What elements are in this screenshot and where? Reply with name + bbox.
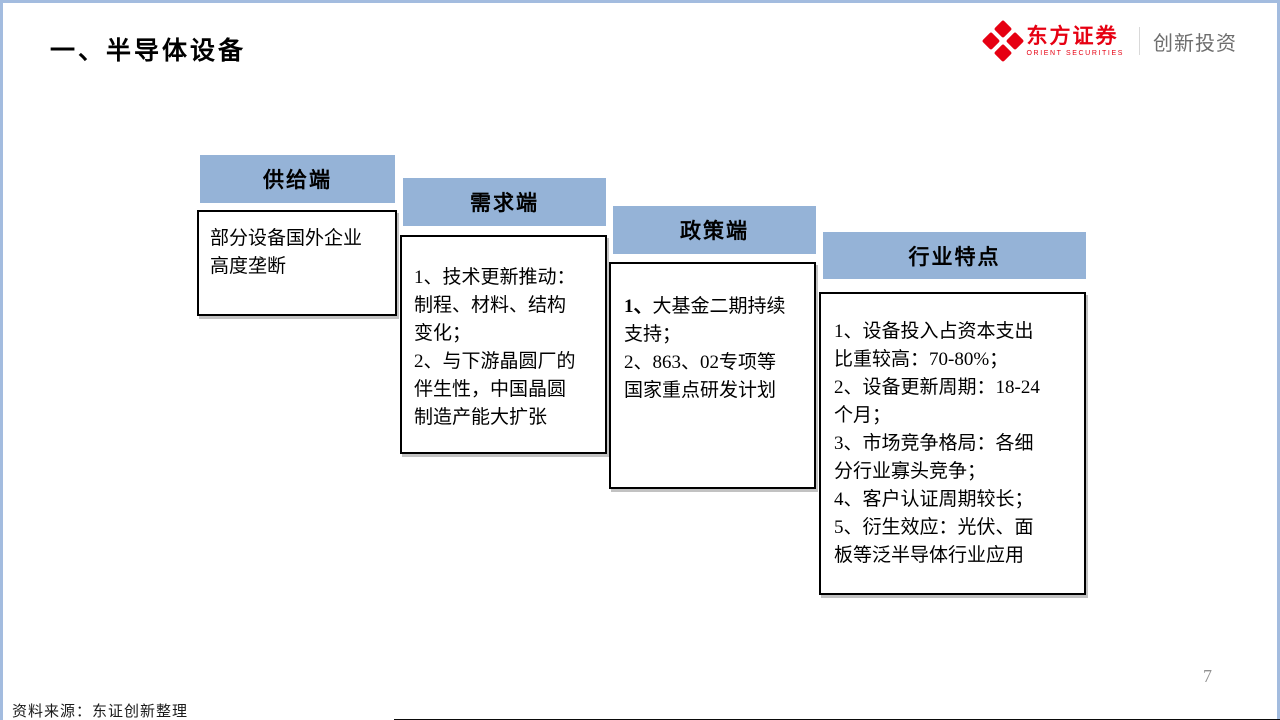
logo-divider — [1139, 27, 1140, 55]
list-item: 部分设备国外企业 高度垄断 — [210, 228, 363, 277]
list-item: 1、设备投入占资本支出 比重较高：70-80%； — [834, 321, 1034, 370]
page-number: 7 — [1203, 666, 1212, 686]
company-logo: 东方证券 ORIENT SECURITIES 创新投资 — [981, 19, 1237, 63]
source-note: 资料来源：东证创新整理 — [12, 704, 189, 720]
body-demand-side: 1、技术更新推动： 制程、材料、结构 变化； 2、与下游晶圆厂的 伴生性，中国晶… — [400, 235, 607, 454]
list-item: 2、设备更新周期：18-24 个月； — [834, 377, 1040, 426]
header-policy-side: 政策端 — [613, 206, 816, 254]
page-title: 一、半导体设备 — [50, 38, 247, 65]
header-industry-characteristics: 行业特点 — [823, 232, 1086, 279]
division-name: 创新投资 — [1153, 32, 1237, 55]
body-policy-side: 1、大基金二期持续 支持； 2、863、02专项等 国家重点研发计划 — [609, 262, 816, 489]
brand-name-en: ORIENT SECURITIES — [1026, 49, 1124, 57]
list-item: 1、大基金二期持续 支持； — [624, 296, 786, 345]
list-item: 2、863、02专项等 国家重点研发计划 — [624, 352, 777, 401]
list-item: 2、与下游晶圆厂的 伴生性，中国晶圆 制造产能大扩张 — [414, 351, 576, 428]
body-supply-side: 部分设备国外企业 高度垄断 — [197, 210, 397, 316]
list-item: 5、衍生效应：光伏、面 板等泛半导体行业应用 — [834, 517, 1034, 566]
brand-text: 东方证券 ORIENT SECURITIES — [1027, 26, 1124, 57]
list-item: 3、市场竞争格局：各细 分行业寡头竞争； — [834, 433, 1034, 482]
header-supply-side: 供给端 — [200, 155, 395, 203]
orient-securities-diamond-icon — [981, 19, 1024, 63]
brand-name-cn: 东方证券 — [1026, 24, 1119, 48]
body-industry-characteristics: 1、设备投入占资本支出 比重较高：70-80%； 2、设备更新周期：18-24 … — [819, 292, 1086, 595]
list-item: 4、客户认证周期较长； — [834, 489, 1034, 510]
list-item: 1、技术更新推动： 制程、材料、结构 变化； — [414, 267, 576, 344]
header-demand-side: 需求端 — [403, 178, 606, 226]
